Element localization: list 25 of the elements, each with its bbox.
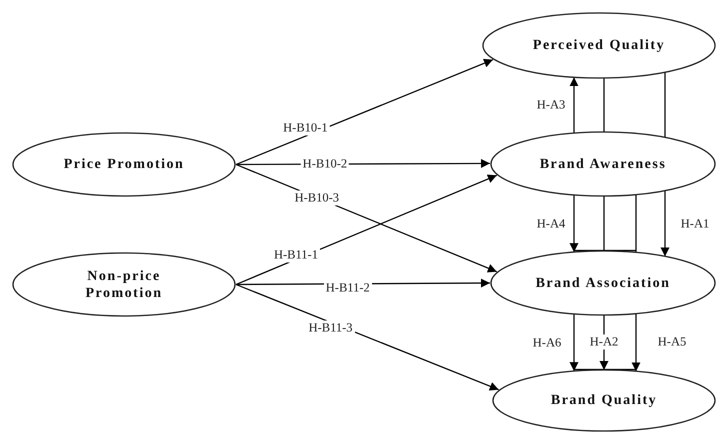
node-label: Brand Awareness xyxy=(540,156,666,172)
ellipse-node xyxy=(482,12,716,79)
ellipse-node xyxy=(492,369,716,432)
node-label: Non-price Promotion xyxy=(84,268,164,302)
arrow xyxy=(660,190,670,256)
ellipse-node xyxy=(490,250,716,316)
arrow xyxy=(570,194,578,252)
edge-label: H-B10-1 xyxy=(281,120,330,136)
node-label: Brand Quality xyxy=(550,392,658,409)
edge-label: H-A2 xyxy=(588,334,620,350)
node-label: Perceived Quality xyxy=(532,37,666,54)
arrow xyxy=(632,314,640,372)
arrow xyxy=(236,284,499,391)
ellipse-node xyxy=(490,131,716,197)
arrow xyxy=(236,58,494,166)
edge-label: H-B11-3 xyxy=(306,320,355,336)
arrow xyxy=(236,174,498,286)
ellipse-node xyxy=(12,132,236,197)
edge-label: H-B11-1 xyxy=(272,248,320,263)
arrow xyxy=(570,314,578,372)
node-label: Price Promotion xyxy=(64,156,184,173)
node-label: Brand Association xyxy=(536,274,670,292)
arrow xyxy=(570,77,578,134)
edge-label: H-B10-3 xyxy=(292,190,342,206)
ellipse-node xyxy=(12,252,236,317)
